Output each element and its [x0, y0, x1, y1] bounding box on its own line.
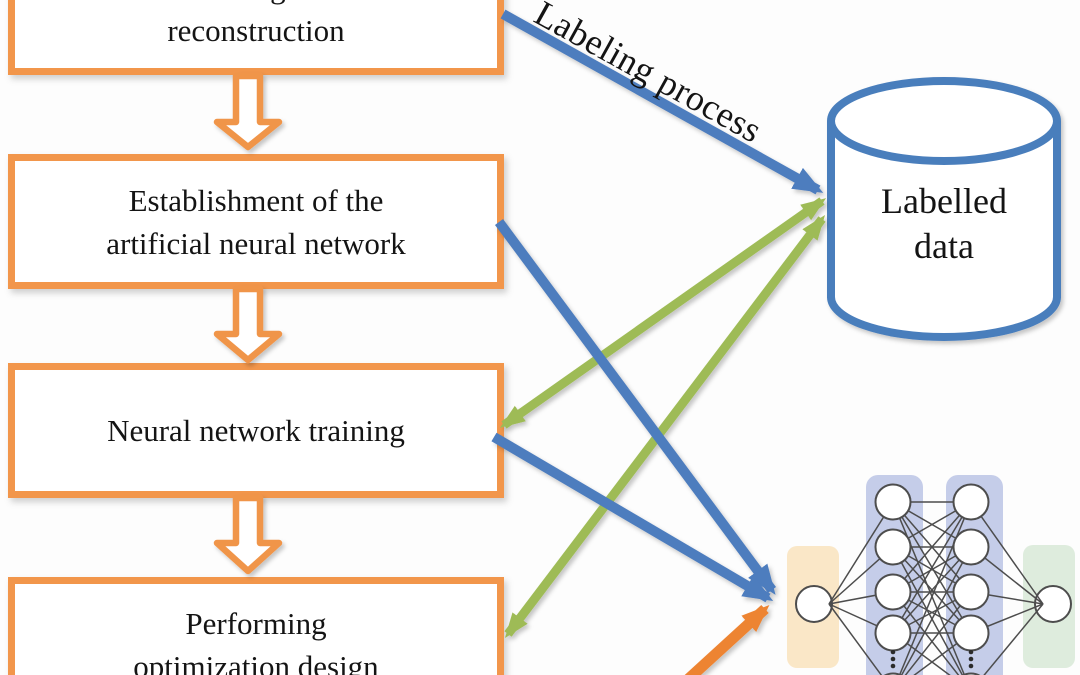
labelled-data-label: Labelled data: [845, 179, 1043, 269]
arrow-labeling-process: [500, 9, 824, 195]
arrow-training-to-model: [491, 432, 774, 603]
nn-connection-line: [983, 603, 1044, 675]
down-arrow-2: [213, 285, 283, 364]
nn-connection-line: [828, 603, 883, 675]
arrow-data-to-training: [499, 197, 827, 429]
nn-input-node: [795, 585, 833, 623]
nn-hidden-node: [874, 483, 912, 521]
nn-hidden-node: [952, 573, 990, 611]
nn-hidden-node: [874, 573, 912, 611]
nn-hidden-node: [874, 614, 912, 652]
labelled-data-line1: Labelled: [881, 181, 1007, 221]
nn-ellipsis-dot: [890, 663, 896, 669]
nn-connection-line: [898, 501, 972, 675]
nn-connection-line: [970, 501, 1044, 605]
box-optimization: Performing optimization design: [8, 577, 504, 675]
box-training-line1: Neural network training: [107, 413, 405, 448]
nn-hidden-node: [952, 528, 990, 566]
down-arrow-1: [213, 72, 283, 151]
box-data-cleaning-line2: reconstruction: [167, 13, 345, 48]
labelled-data-cylinder: [827, 77, 1061, 341]
nn-connection-line: [828, 501, 894, 605]
nn-ellipsis-dot: [968, 663, 974, 669]
arrow-establishment-to-model: [494, 219, 777, 595]
nn-hidden-node: [952, 483, 990, 521]
nn-hidden-node: [874, 528, 912, 566]
nn-output-node: [1034, 585, 1072, 623]
nn-hidden-node: [952, 614, 990, 652]
box-optimization-line1: Performing: [185, 605, 327, 641]
box-data-cleaning: Data cleaning and data reconstruction: [8, 0, 504, 75]
nn-connections: [828, 501, 1044, 675]
nn-connection-line: [900, 546, 972, 675]
box-establishment: Establishment of the artificial neural n…: [8, 154, 504, 289]
nn-hidden-nodes: [874, 483, 990, 675]
nn-ellipsis-dot: [968, 656, 974, 662]
box-training: Neural network training: [8, 363, 504, 498]
nn-connection-line: [892, 501, 972, 634]
arrow-data-to-optimization: [504, 215, 826, 638]
box-data-cleaning-line1: Data cleaning and data: [114, 0, 397, 9]
box-optimization-line2: optimization design: [133, 648, 379, 675]
cylinder-top: [827, 77, 1061, 165]
box-establishment-line1: Establishment of the: [128, 182, 384, 218]
down-arrow-3: [213, 494, 283, 575]
nn-ellipsis-dot: [890, 649, 896, 655]
arrow-orange-to-model: [684, 604, 770, 675]
nn-ellipsis-dot: [890, 656, 896, 662]
connector-arrows: [491, 9, 827, 675]
nn-connection-line: [892, 501, 972, 593]
nn-ellipsis-dot: [968, 649, 974, 655]
nn-ellipsis-dots: [890, 649, 974, 669]
labelled-data-line2: data: [914, 226, 974, 266]
flow-down-arrows: [213, 72, 283, 575]
neural-network-illustration: [787, 475, 1075, 675]
box-establishment-line2: artificial neural network: [106, 225, 406, 261]
nn-connection-line: [892, 546, 972, 634]
